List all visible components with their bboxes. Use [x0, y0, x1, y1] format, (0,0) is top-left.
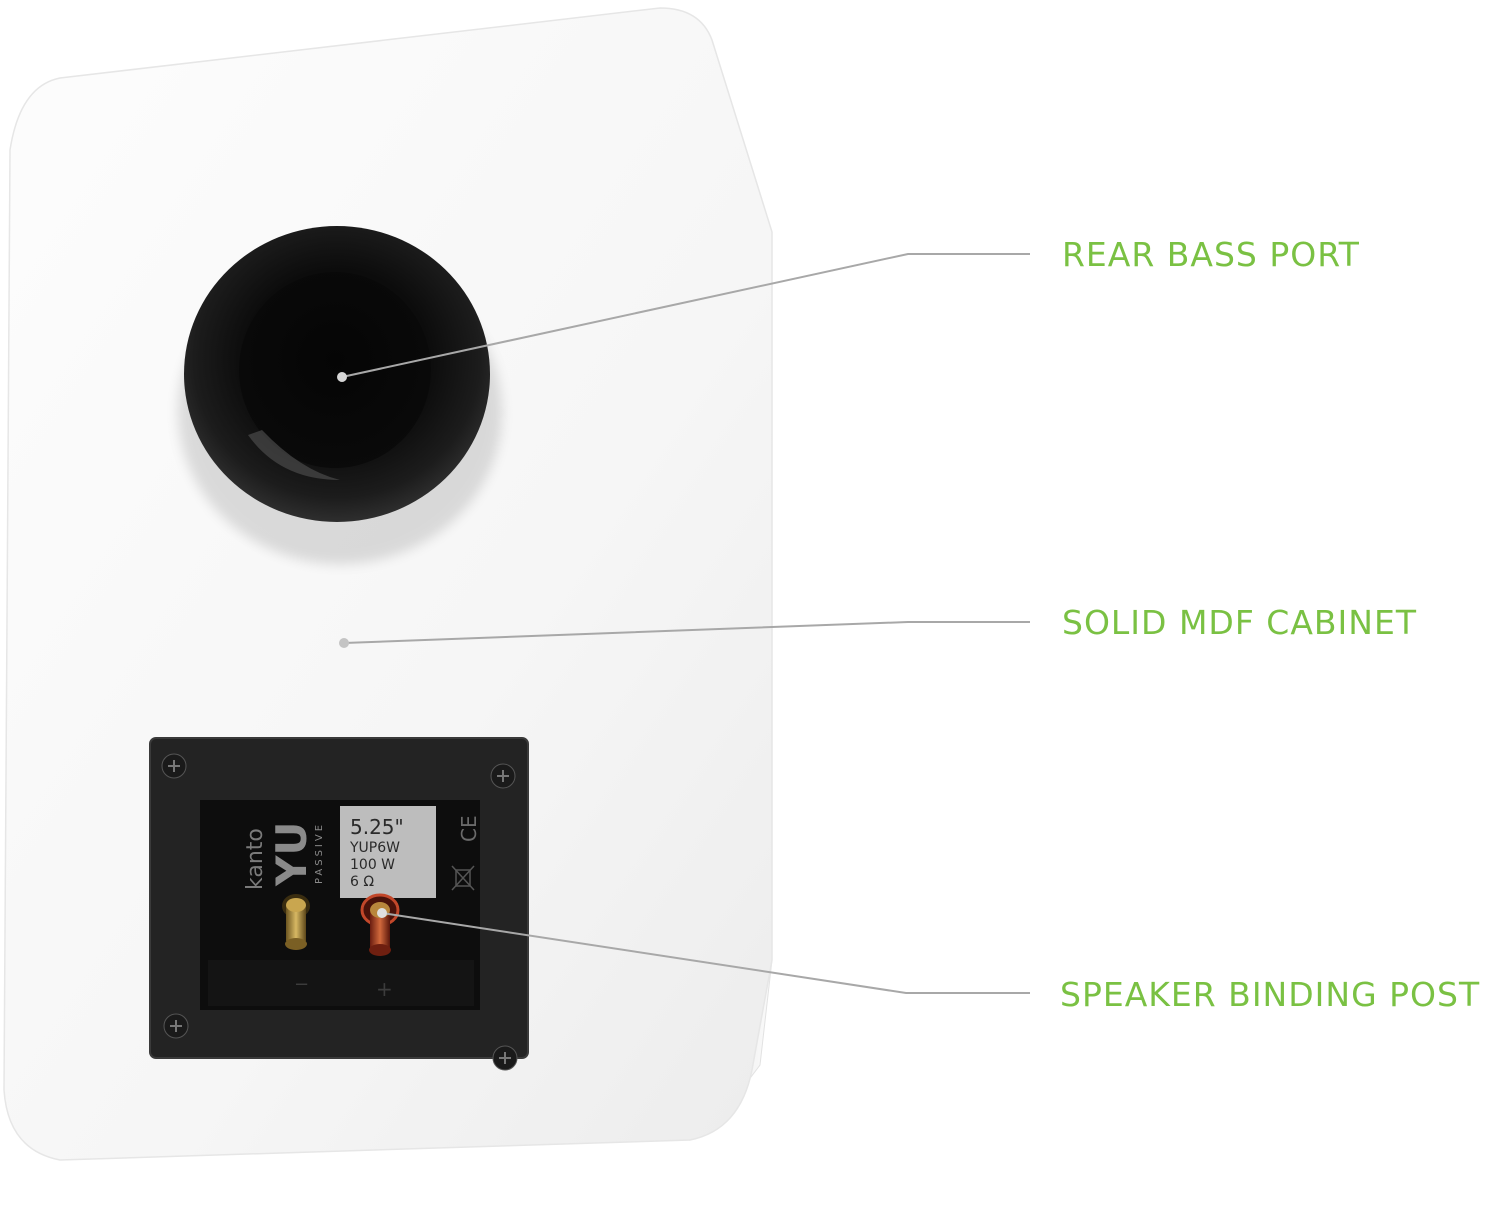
connector-panel: kanto YU PASSIVE 5.25" YUP6W 100 W 6 Ω C… [149, 737, 529, 1071]
spec-model: YUP6W [349, 840, 400, 856]
screw-icon [163, 1013, 189, 1039]
model-logo: YU [267, 821, 316, 887]
ce-mark: CE [457, 815, 481, 842]
spec-power: 100 W [350, 857, 395, 873]
screw-icon [161, 753, 187, 779]
spec-size: 5.25" [350, 815, 404, 839]
spec-impedance: 6 Ω [350, 874, 374, 890]
callout-rear-bass-port: REAR BASS PORT [1062, 235, 1360, 274]
polarity-negative: − [294, 974, 309, 995]
leader-line-binding-post [377, 908, 1030, 994]
bass-port [178, 226, 502, 564]
callout-speaker-binding-post: SPEAKER BINDING POST [1060, 975, 1481, 1014]
screw-icon [492, 1045, 518, 1071]
model-sub-logo: PASSIVE [314, 822, 325, 884]
brand-logo: kanto [243, 828, 268, 890]
screw-icon [490, 763, 516, 789]
polarity-positive: + [376, 977, 393, 1001]
leader-line-cabinet [339, 621, 1030, 648]
binding-post-negative [282, 894, 310, 950]
leader-line-bass-port [337, 253, 1030, 382]
spec-label [340, 806, 436, 898]
weee-bin-icon [451, 865, 475, 891]
callout-solid-mdf-cabinet: SOLID MDF CABINET [1062, 603, 1417, 642]
